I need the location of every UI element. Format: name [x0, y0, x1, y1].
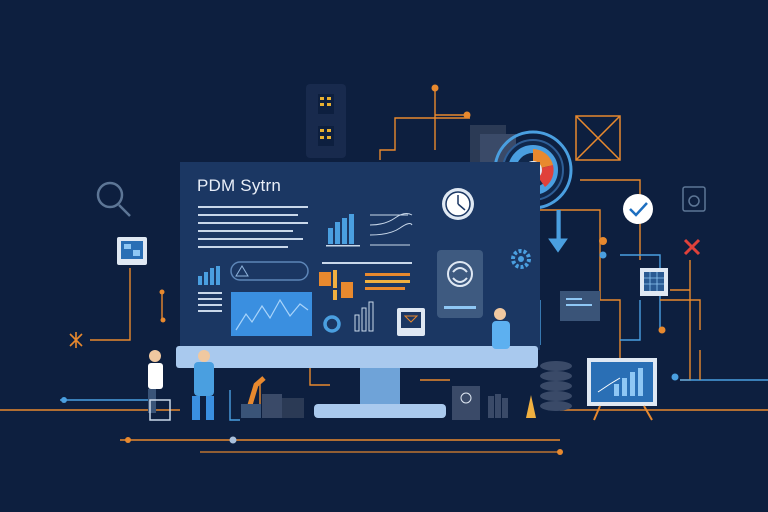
clock-icon: [442, 188, 474, 220]
screen-donut: [323, 315, 341, 333]
worker-figure: [192, 350, 214, 420]
screen-bar-chart: [326, 214, 360, 247]
server-icon: [306, 84, 346, 158]
crate-icon: [575, 115, 621, 161]
circuit-nodes: [61, 84, 679, 455]
sync-icon: [437, 250, 483, 318]
worker-figure: [492, 308, 510, 349]
tablet-on-screen: [397, 308, 425, 336]
screen-search-bar: [230, 261, 309, 281]
gear-icon: [511, 249, 531, 269]
tablet-device-icon: [117, 237, 147, 265]
screen-line-chart: [231, 292, 312, 336]
presentation-board: [587, 358, 657, 421]
coil-stack: [540, 361, 572, 411]
screen-text-lines-2: [198, 262, 412, 312]
screen-orange-blocks: [319, 270, 410, 300]
close-icon: [683, 238, 701, 256]
down-arrow-icon: [548, 210, 568, 253]
robot-arm-icon: [241, 376, 266, 418]
screen-wave-lines: [369, 213, 413, 246]
screen-title: PDM Sytrn: [197, 176, 281, 195]
worker-figure: [148, 350, 171, 421]
panel-device-icon: [560, 291, 600, 321]
screen-text-lines: [198, 206, 308, 248]
monitor: [176, 162, 540, 418]
screen-small-bars: [198, 266, 220, 285]
cabinet-icon: [452, 386, 480, 420]
check-icon: [623, 194, 653, 224]
grid-screen-icon: [640, 268, 668, 296]
book-stack-icon: [488, 394, 508, 418]
search-icon: [96, 181, 131, 217]
cone-icon: [526, 395, 536, 418]
sparkle-icon: [69, 332, 83, 348]
machine-block: [262, 394, 304, 418]
screen-mini-bars: [354, 301, 374, 332]
camera-device-icon: [682, 186, 706, 212]
